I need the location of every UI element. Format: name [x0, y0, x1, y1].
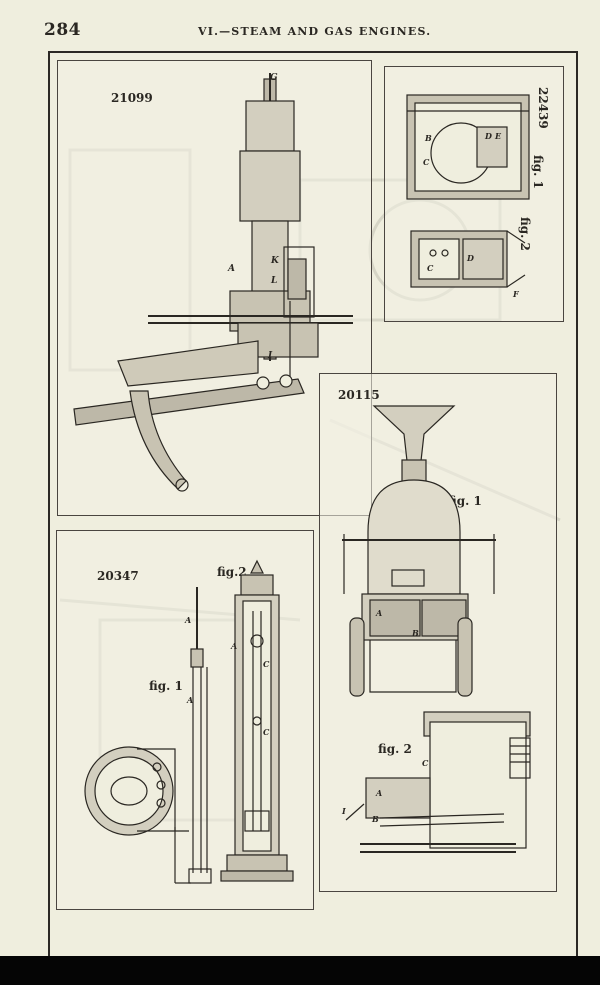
label-E: E [495, 131, 502, 141]
drawing-gauge-column [84, 559, 294, 884]
running-head: VI.—STEAM AND GAS ENGINES. [198, 25, 432, 38]
label-C: C [263, 659, 270, 669]
label-C2: C [427, 263, 434, 273]
panel-20347: 20347 fig. 1 fig.2 [56, 530, 314, 910]
label-C2: C [263, 727, 270, 737]
label-F: F [513, 289, 519, 299]
panel-22439: 22439 fig. 1 fig. 2 B C D E C D F [384, 66, 564, 322]
label-A3: A [231, 641, 238, 651]
drawing-portable-engine [342, 405, 531, 853]
label-A2: A [376, 788, 383, 798]
drawing-valve-assembly [73, 73, 353, 492]
label-A: A [228, 264, 235, 274]
scan-bottom-edge [0, 956, 600, 985]
figure-label-fig2: fig. 2 [378, 742, 412, 756]
label-B: B [412, 628, 419, 638]
label-L: L [271, 276, 278, 286]
label-A: A [185, 615, 192, 625]
drawing-cylinder-sections [406, 94, 530, 288]
label-G: G [270, 73, 278, 83]
label-K: K [271, 256, 279, 266]
figure-number: 21099 [111, 91, 153, 105]
plate-frame [48, 51, 578, 958]
figure-label-fig2: fig.2 [217, 565, 247, 579]
figure-label-fig1: fig. 1 [149, 679, 183, 693]
figure-number: 20115 [338, 388, 380, 402]
label-B: B [425, 133, 432, 143]
label-D2: D [467, 253, 474, 263]
label-C: C [422, 758, 429, 768]
label-B2: B [372, 814, 379, 824]
figure-label-fig1: fig. 1 [448, 494, 482, 508]
figure-number: 20347 [97, 569, 139, 583]
label-C: C [423, 157, 430, 167]
label-D: D [485, 131, 492, 141]
label-A2: A [187, 695, 194, 705]
panel-20115: 20115 fig. 1 fig. 2 [319, 373, 557, 892]
label-I: I [342, 806, 346, 816]
label-I: I [268, 351, 273, 361]
page-number: 284 [44, 20, 81, 40]
label-A: A [376, 608, 383, 618]
